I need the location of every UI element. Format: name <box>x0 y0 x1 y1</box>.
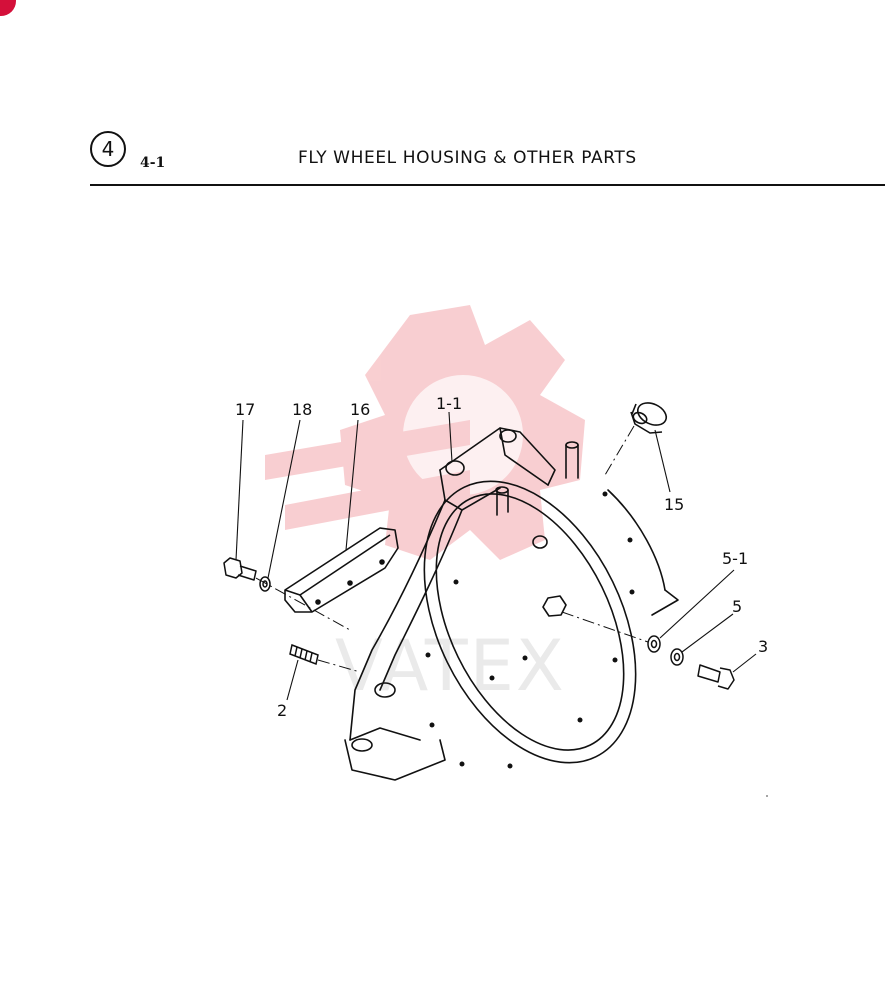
callout-17: 17 <box>235 400 255 419</box>
page-title: FLY WHEEL HOUSING & OTHER PARTS <box>298 148 637 168</box>
housing-foot-top <box>349 727 421 741</box>
flange-hole <box>453 579 459 585</box>
part-3-bolt <box>697 664 735 690</box>
scan-speck <box>766 795 768 797</box>
part-2-stud <box>289 643 319 666</box>
flange-hole <box>429 722 435 728</box>
flange-hole <box>425 652 431 658</box>
housing-inner-boss <box>532 535 548 549</box>
callout-3: 3 <box>758 637 768 656</box>
callout-15: 15 <box>664 495 684 514</box>
callout-2: 2 <box>277 701 287 720</box>
callout-18: 18 <box>292 400 312 419</box>
part-18-washer <box>259 576 271 592</box>
watermark-text: VATEX <box>335 625 566 707</box>
housing-foot <box>344 739 446 781</box>
housing-top-edge <box>499 427 549 486</box>
housing-foot-hole <box>351 738 373 752</box>
housing-pin-left-cap <box>495 486 509 494</box>
callout-1-1: 1-1 <box>436 394 462 413</box>
header-divider <box>90 184 885 186</box>
flange-hole <box>629 589 635 595</box>
section-number-badge: 4 <box>90 131 126 167</box>
housing-top-face <box>439 469 501 511</box>
part-5-1-washer <box>647 635 661 653</box>
flange-hole <box>627 537 633 543</box>
page-header: 4 4-1 FLY WHEEL HOUSING & OTHER PARTS <box>0 0 892 200</box>
housing-left-arm-inner <box>379 509 463 691</box>
callout-16: 16 <box>350 400 370 419</box>
flange-hole <box>507 763 513 769</box>
section-number: 4 <box>101 137 115 161</box>
part-17-bolt <box>223 557 257 581</box>
housing-boss-left <box>445 460 465 476</box>
flange-hole <box>602 491 608 497</box>
callout-5: 5 <box>732 597 742 616</box>
section-sub-number: 4-1 <box>140 155 166 171</box>
watermark-stripes <box>265 420 470 530</box>
housing-pin-right <box>565 444 579 479</box>
flange-hole <box>577 717 583 723</box>
flange-hole <box>489 675 495 681</box>
watermark-logo: VATEX <box>265 305 585 707</box>
flywheel-housing <box>344 427 679 781</box>
housing-pin-left <box>496 489 509 516</box>
callout-5-1: 5-1 <box>722 549 748 568</box>
housing-flange-inner <box>435 493 625 751</box>
flange-hole <box>522 655 528 661</box>
housing-hex-boss <box>542 595 567 617</box>
housing-bell-rear <box>607 489 666 591</box>
housing-boss-top <box>499 429 517 443</box>
alignment-axes <box>255 425 649 673</box>
flange-hole <box>459 761 465 767</box>
part-15-plug <box>630 402 668 434</box>
housing-flange-outer <box>423 480 637 764</box>
housing-left-arm-outer <box>349 499 446 741</box>
part-16-cover-plate <box>284 527 399 613</box>
housing-rib <box>651 589 679 616</box>
housing-top-block <box>439 427 556 486</box>
callout-labels: 17 18 16 1-1 15 5-1 5 3 2 <box>235 394 768 720</box>
flange-hole <box>612 657 618 663</box>
housing-pin-right-cap <box>565 441 579 449</box>
part-5-lock-washer <box>670 648 684 666</box>
housing-arm-hole <box>374 682 396 698</box>
flange-bolt-holes <box>425 491 635 769</box>
callout-leaders <box>235 411 757 701</box>
